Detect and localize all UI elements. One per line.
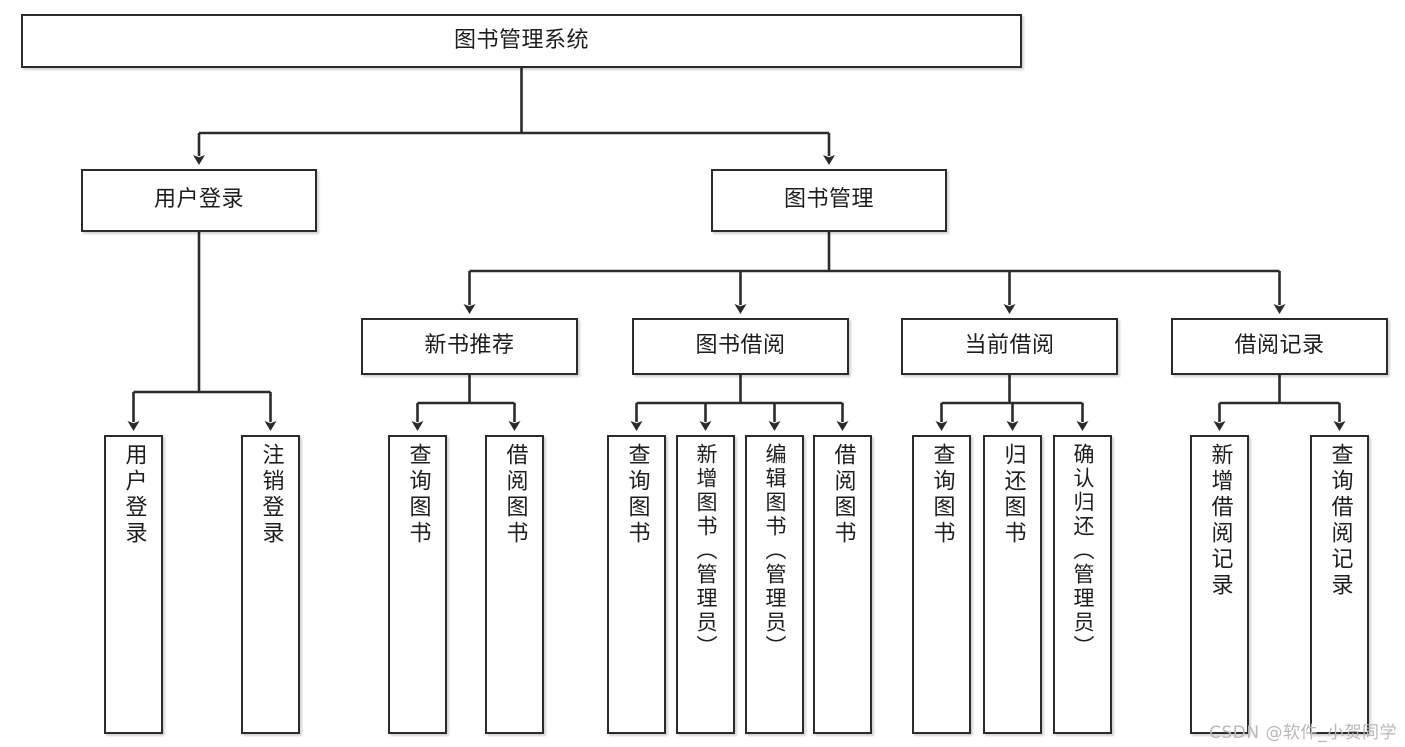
node-label: 查询图书 [405, 443, 431, 547]
node-leaf-query-record[interactable]: 查询借阅记录 [1310, 435, 1369, 734]
node-label: 图书管理 [783, 187, 874, 213]
node-label: 新增借阅记录 [1207, 443, 1233, 599]
node-label: 用户登录 [153, 187, 244, 213]
node-leaf-query-book-1[interactable]: 查询图书 [388, 435, 447, 734]
node-label: 借阅记录 [1234, 333, 1325, 359]
node-label: 图书管理系统 [453, 27, 589, 53]
node-label: 查询图书 [624, 443, 650, 547]
node-leaf-edit-book[interactable]: 编辑图书（管理员） [745, 435, 804, 734]
node-leaf-add-record[interactable]: 新增借阅记录 [1190, 435, 1249, 734]
node-book-manage[interactable]: 图书管理 [711, 169, 947, 232]
node-label: 归还图书 [1000, 443, 1026, 547]
node-label: 确认归还（管理员） [1071, 443, 1095, 659]
node-root-system[interactable]: 图书管理系统 [21, 14, 1022, 68]
node-label: 图书借阅 [695, 333, 786, 359]
node-new-book-rec[interactable]: 新书推荐 [361, 318, 578, 375]
node-book-borrow[interactable]: 图书借阅 [632, 318, 849, 375]
node-leaf-confirm-return[interactable]: 确认归还（管理员） [1053, 435, 1112, 734]
node-leaf-add-book[interactable]: 新增图书（管理员） [676, 435, 735, 734]
watermark-text: CSDN @软件_小贺同学 [1209, 723, 1397, 743]
node-label: 用户登录 [121, 443, 147, 547]
node-current-borrow[interactable]: 当前借阅 [901, 318, 1118, 375]
node-leaf-query-book-3[interactable]: 查询图书 [912, 435, 971, 734]
node-leaf-return-book[interactable]: 归还图书 [983, 435, 1042, 734]
node-leaf-logout[interactable]: 注销登录 [241, 435, 300, 734]
node-borrow-record[interactable]: 借阅记录 [1171, 318, 1388, 375]
node-label: 查询图书 [929, 443, 955, 547]
node-label: 当前借阅 [964, 333, 1055, 359]
node-leaf-query-book-2[interactable]: 查询图书 [607, 435, 666, 734]
node-user-login[interactable]: 用户登录 [81, 169, 317, 232]
node-label: 新增图书（管理员） [694, 443, 718, 659]
node-label: 注销登录 [258, 443, 284, 547]
node-label: 新书推荐 [424, 333, 515, 359]
node-leaf-borrow-book-1[interactable]: 借阅图书 [485, 435, 544, 734]
node-label: 编辑图书（管理员） [763, 443, 787, 659]
node-label: 借阅图书 [502, 443, 528, 547]
node-leaf-user-login[interactable]: 用户登录 [104, 435, 163, 734]
node-label: 借阅图书 [830, 443, 856, 547]
node-label: 查询借阅记录 [1327, 443, 1353, 599]
node-leaf-borrow-book-2[interactable]: 借阅图书 [813, 435, 872, 734]
